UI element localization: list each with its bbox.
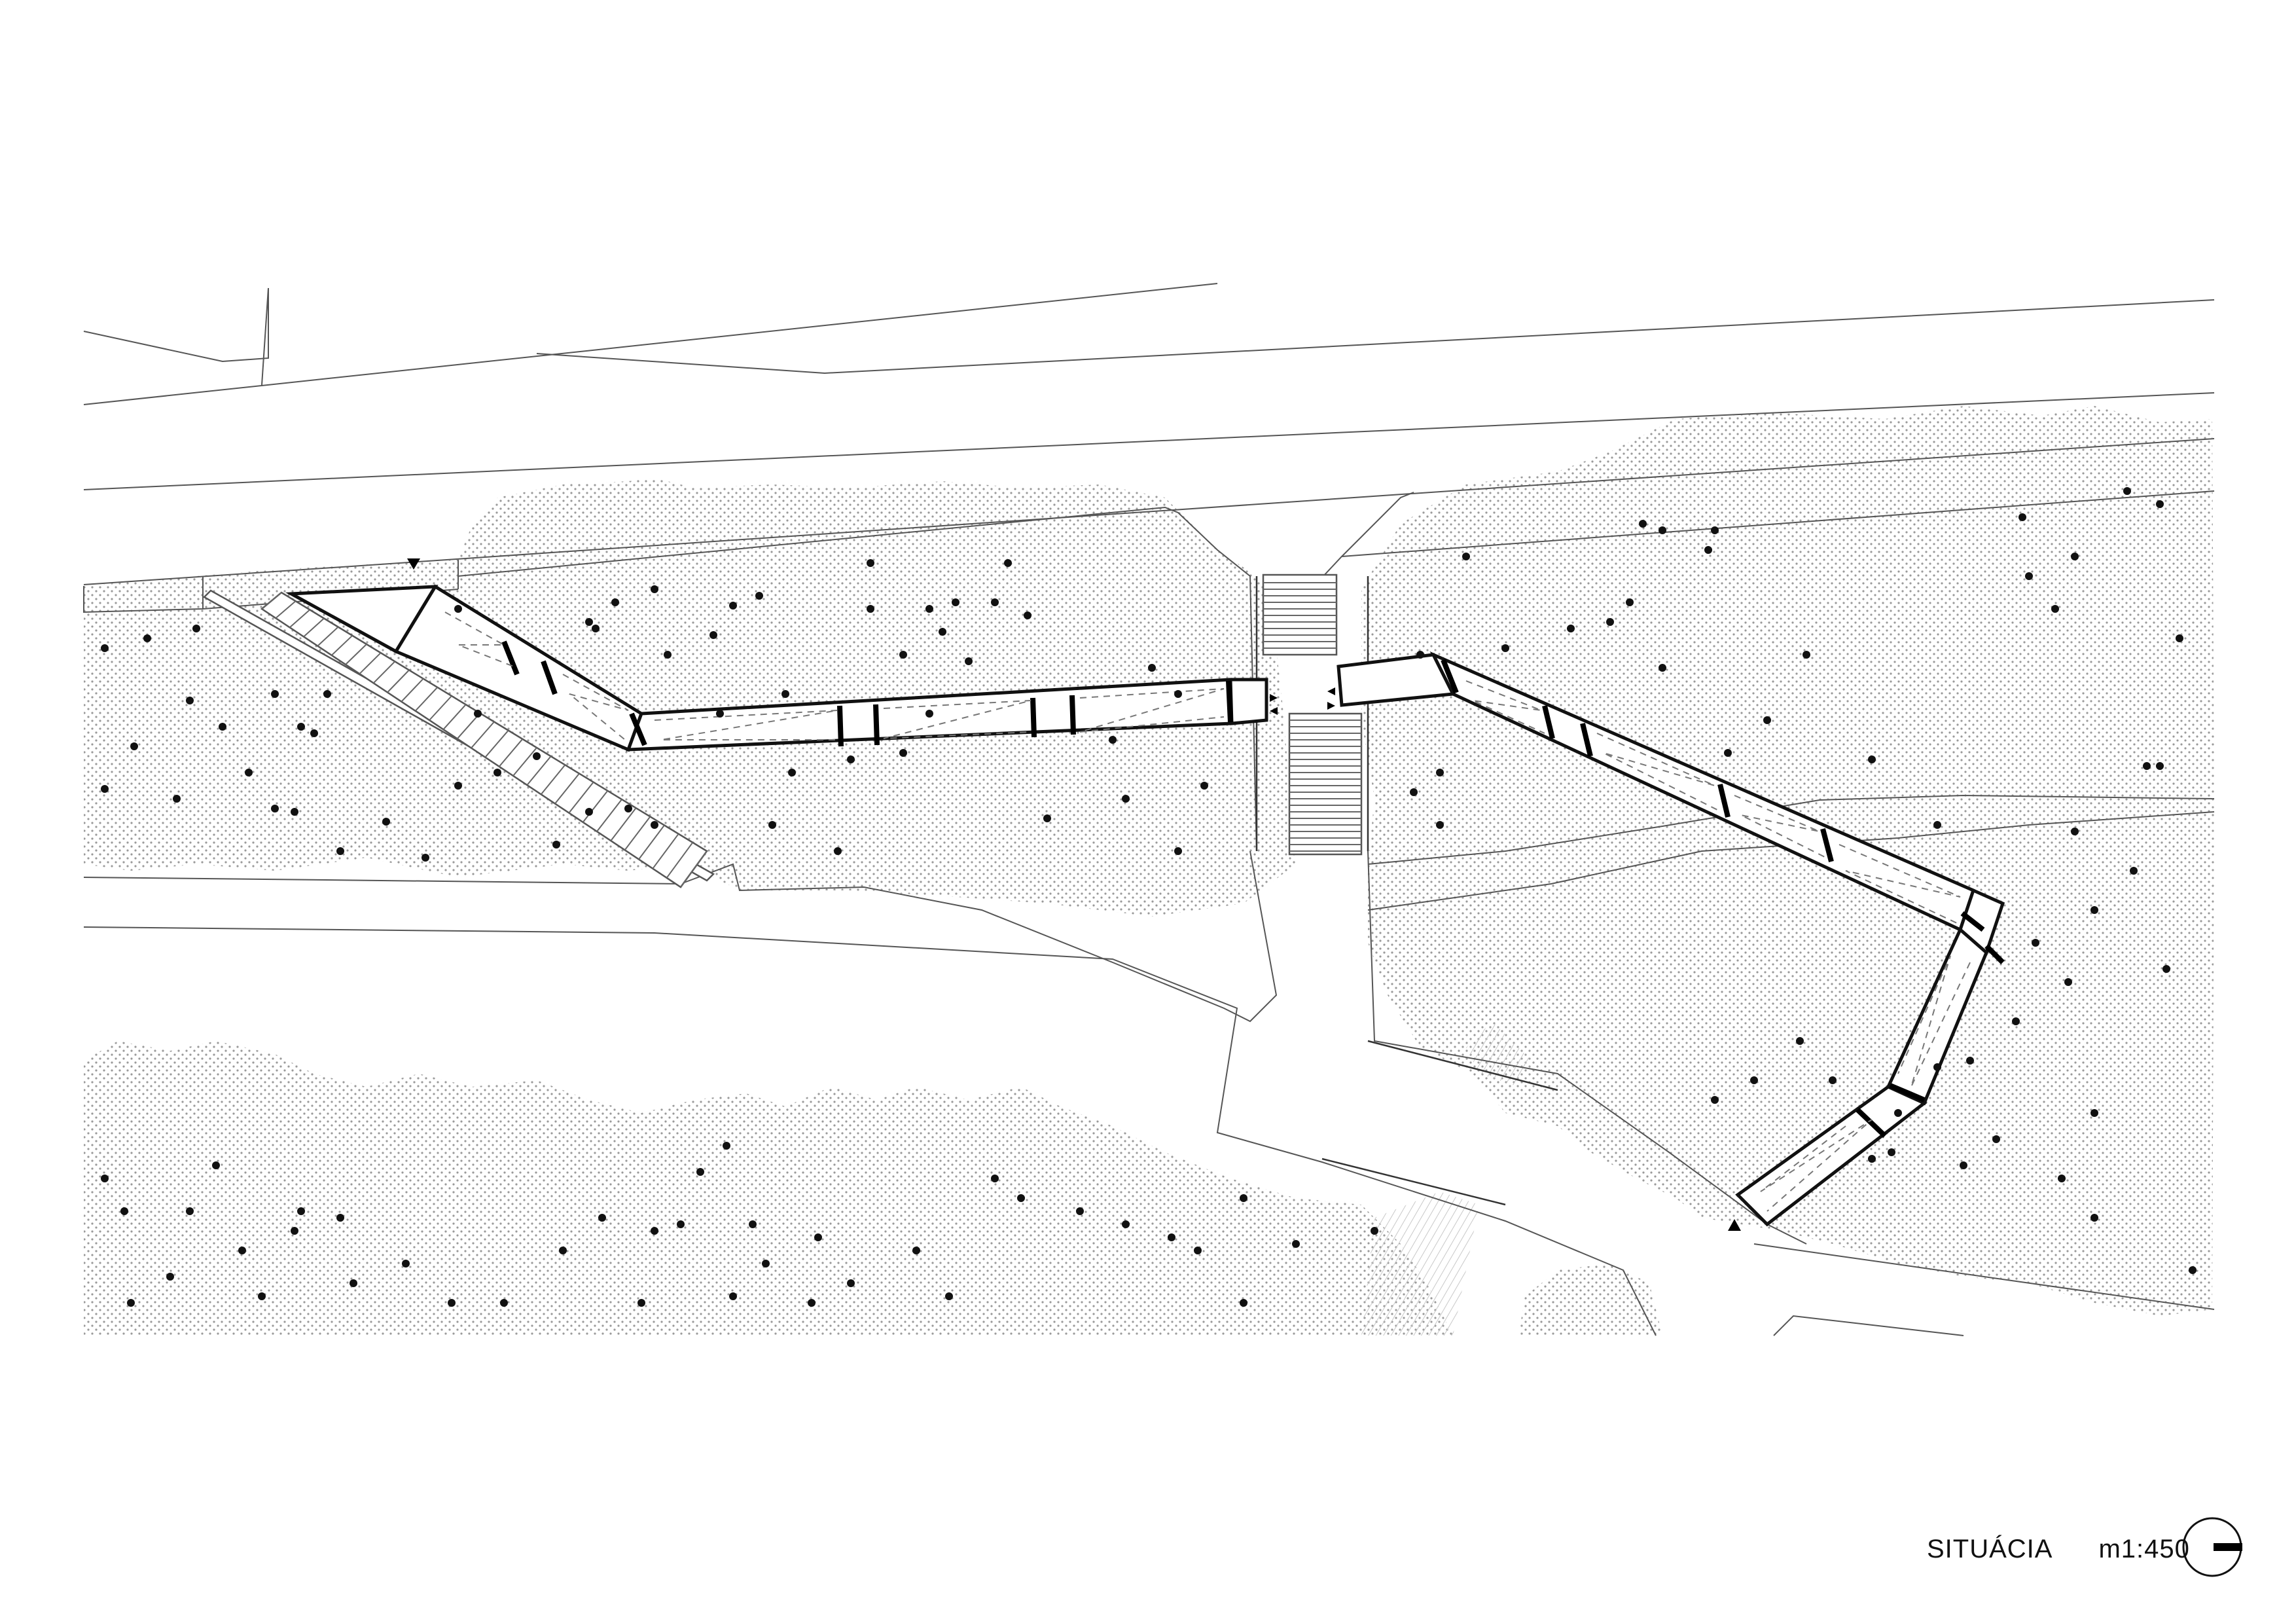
- vegetation-lower-left: [84, 1041, 1453, 1336]
- north-arrow-icon: [2182, 1517, 2242, 1577]
- road-lines: [83, 283, 2215, 1336]
- trees: [101, 487, 2197, 1307]
- central-staircases: [1262, 574, 1363, 856]
- drawing-title: SITUÁCIA: [1927, 1534, 2053, 1563]
- triangle-marker-icon: [1327, 702, 1335, 710]
- entry-markers: [407, 558, 1741, 1231]
- triangle-marker-icon: [1270, 694, 1278, 702]
- vegetation-areas: [84, 406, 2214, 1336]
- drawing-scale: m1:450: [2098, 1534, 2190, 1563]
- bridge-joints: [501, 640, 2005, 1138]
- bridge-bracing: [444, 611, 1971, 1212]
- footbridge: [285, 584, 2005, 1227]
- drawing-caption: SITUÁCIA m1:450: [1927, 1529, 2190, 1569]
- vegetation-upper-right: [1361, 406, 2214, 1316]
- triangle-marker-icon: [1327, 687, 1335, 695]
- triangle-marker-icon: [1270, 707, 1278, 715]
- triangle-marker-icon: [1728, 1219, 1741, 1231]
- diagonal-staircase: [202, 589, 715, 888]
- vegetation-lower-right: [1518, 1264, 1662, 1336]
- hatched-slopes: [1361, 1021, 1532, 1336]
- triangle-marker-icon: [407, 558, 420, 570]
